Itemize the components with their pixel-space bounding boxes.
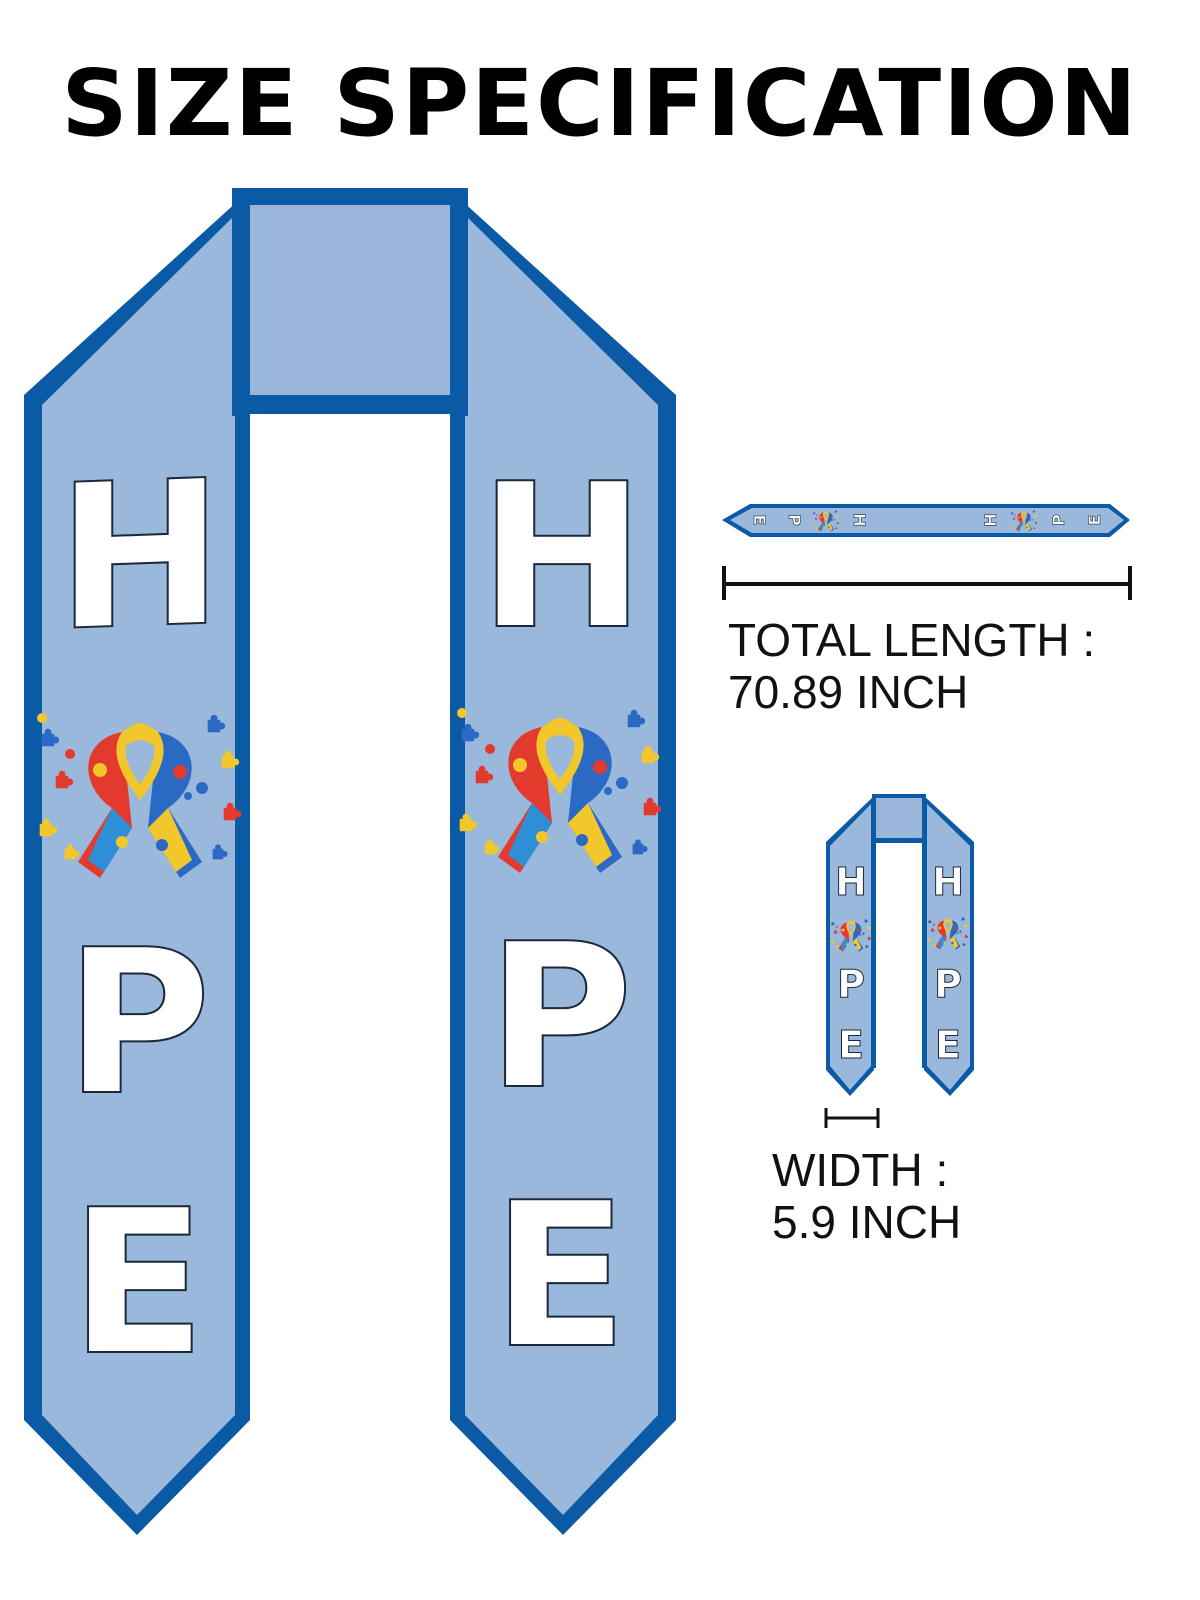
small-letter-p-left: P [837,962,865,1006]
width-dimension-line [824,1108,880,1128]
length-dimension-line [722,566,1132,600]
small-letter-e-left: E [838,1023,864,1067]
stole-large [24,188,676,1535]
letter-h-left: H [56,437,223,676]
small-letter-h-left: H [835,860,867,904]
flat-letter-e-right: E [1085,515,1104,526]
width-spec: WIDTH : 5.9 INCH [772,1144,961,1248]
length-spec-label: TOTAL LENGTH : [728,614,1096,666]
flat-letter-h-right: H [981,513,1000,526]
stole-flat-illustration: E P H H P E [722,504,1130,537]
letter-p-right: P [487,901,634,1134]
flat-letter-p-left: P [785,514,804,526]
letter-e-right: E [492,1160,629,1393]
length-spec: TOTAL LENGTH : 70.89 INCH [728,614,1095,718]
flat-letter-p-right: P [1049,514,1068,526]
small-letter-h-right: H [932,860,964,904]
stole-small: H P E H P E [826,794,974,1096]
width-spec-value: 5.9 INCH [772,1196,962,1248]
stole-large-letters: H P E H P E [55,436,646,1401]
letter-h-right: H [478,441,645,674]
letter-e-left: E [70,1167,207,1400]
page-title: SIZE SPECIFICATION [61,50,1139,157]
letter-p-left: P [65,907,212,1140]
width-spec-label: WIDTH : [772,1144,949,1196]
small-letter-e-right: E [935,1023,961,1067]
flat-letter-e-left: E [750,515,769,526]
flat-letter-h-left: H [850,513,869,526]
length-spec-value: 70.89 INCH [728,666,969,718]
small-letter-p-right: P [934,962,962,1006]
